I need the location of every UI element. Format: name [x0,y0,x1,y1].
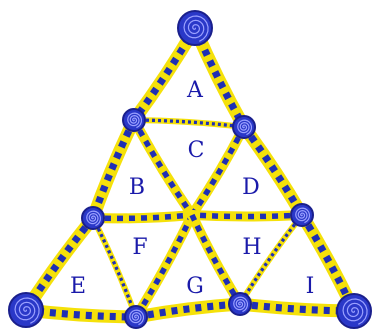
node-mid-left [82,207,104,229]
node-upper-right [233,116,255,138]
node-bottom-right [337,294,371,328]
edge-upper-left-to-center [134,120,192,215]
node-mid-right [291,204,313,226]
edge-upper-left-to-mid-left [93,120,134,218]
node-bottom-mid-left [125,306,147,328]
region-label-e: E [70,274,86,299]
edge-upper-right-to-mid-right [244,127,302,215]
edge-mid-right-to-center [192,215,302,217]
region-label-i: I [306,274,315,299]
node-bottom-mid-right [229,293,251,315]
edge-mid-left-to-center [93,215,192,218]
node-top [178,11,212,45]
edge-upper-left-to-upper-right [134,120,244,127]
edge-center-to-bottom-mid-left [136,215,192,317]
region-label-g: G [186,274,204,299]
node-bottom-left [9,293,43,327]
edge-bottom-mid-left-to-bottom-mid-right [136,304,240,317]
node-upper-left [123,109,145,131]
region-label-d: D [242,175,260,200]
region-label-f: F [132,235,147,260]
region-label-c: C [188,138,205,163]
region-label-a: A [186,78,204,103]
region-label-b: B [129,175,145,200]
edge-triangle-pattern [244,127,302,215]
edge-mid-left-to-bottom-mid-left [93,218,136,317]
region-label-h: H [242,235,261,260]
